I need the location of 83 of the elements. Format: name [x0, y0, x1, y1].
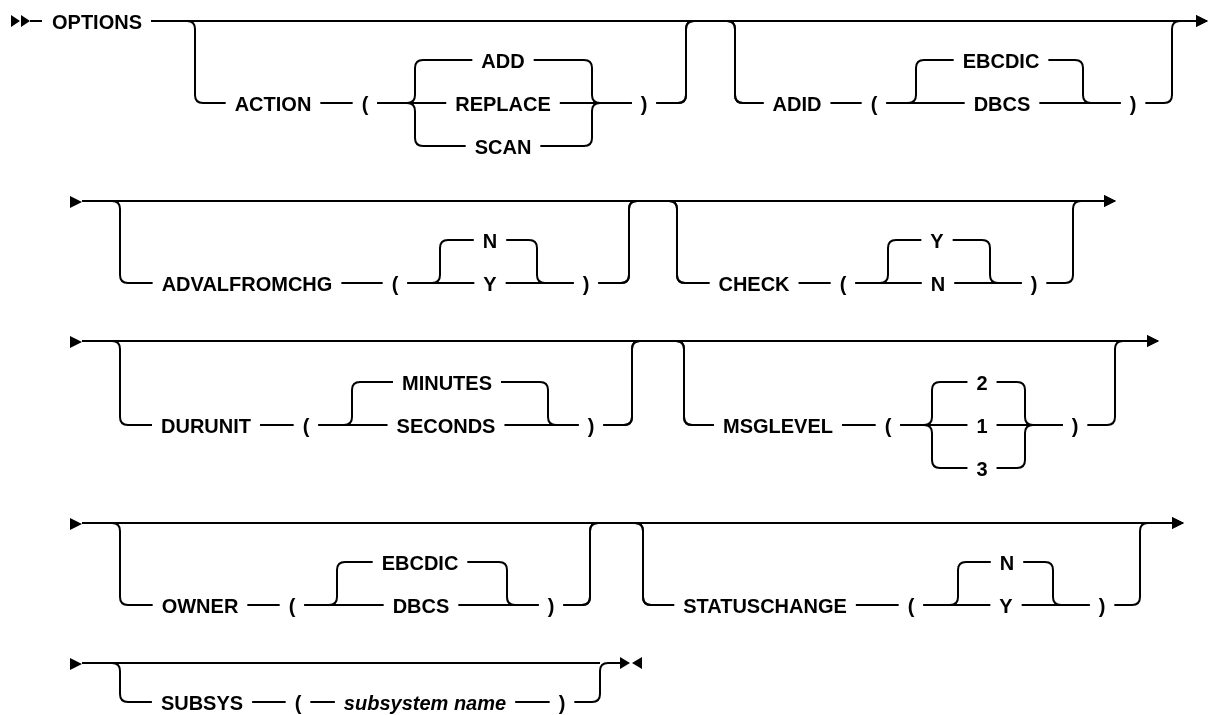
syntax-line [317, 424, 389, 426]
parenthesis: ( [391, 274, 399, 294]
syntax-keyword: ADID [772, 94, 822, 114]
parenthesis: ) [582, 274, 590, 294]
parenthesis: ( [870, 94, 878, 114]
syntax-line [309, 701, 336, 703]
parenthesis: ) [1098, 596, 1106, 616]
option-value: SCAN [474, 137, 532, 157]
syntax-line [573, 657, 642, 703]
syntax-keyword: SUBSYS [160, 693, 244, 713]
syntax-keyword: MSGLEVEL [723, 416, 833, 436]
parenthesis: ( [294, 693, 302, 713]
parenthesis: ( [361, 94, 369, 114]
syntax-line [503, 424, 580, 426]
parenthesis: ) [547, 596, 555, 616]
option-value: DBCS [392, 596, 450, 616]
syntax-line [841, 424, 877, 426]
parenthesis: ( [302, 416, 310, 436]
syntax-line [319, 102, 354, 104]
variable-name: subsystem name [343, 693, 507, 713]
syntax-line [406, 282, 476, 284]
syntax-line [514, 701, 551, 703]
parenthesis: ) [640, 94, 648, 114]
option-value: Y [999, 596, 1013, 616]
syntax-line [340, 282, 384, 284]
syntax-line [922, 604, 992, 606]
option-value: Y [483, 274, 497, 294]
syntax-line [246, 604, 281, 606]
syntax-keyword: ADVALFROMCHG [161, 274, 333, 294]
option-value: Y [930, 231, 944, 251]
syntax-line [1045, 195, 1116, 284]
syntax-keyword: ACTION [234, 94, 312, 114]
parenthesis: ) [558, 693, 566, 713]
parenthesis: ( [907, 596, 915, 616]
option-value: 2 [976, 373, 988, 393]
syntax-line [504, 282, 575, 284]
syntax-keyword: OPTIONS [52, 12, 142, 32]
syntax-line [1144, 15, 1208, 104]
continuation-marker-icon [70, 658, 82, 670]
continuation-marker-icon [70, 336, 82, 348]
syntax-line [995, 424, 1064, 469]
syntax-line [1020, 604, 1091, 606]
syntax-keyword: OWNER [161, 596, 239, 616]
syntax-line [899, 424, 969, 469]
syntax-line [854, 282, 923, 284]
syntax-keyword: DURUNIT [161, 416, 251, 436]
syntax-line [1086, 335, 1159, 426]
option-value: REPLACE [455, 94, 551, 114]
option-value: MINUTES [402, 373, 492, 393]
syntax-line [251, 701, 287, 703]
syntax-line [1113, 517, 1184, 606]
continuation-marker-icon [70, 518, 82, 530]
parenthesis: ( [884, 416, 892, 436]
syntax-line [303, 604, 385, 606]
option-value: N [999, 553, 1015, 573]
parenthesis: ) [1030, 274, 1038, 294]
syntax-line [376, 102, 467, 147]
syntax-line [259, 424, 295, 426]
option-value: 3 [976, 459, 988, 479]
syntax-keyword: STATUSCHANGE [683, 596, 847, 616]
parenthesis: ( [288, 596, 296, 616]
syntax-line [885, 102, 966, 104]
option-value: N [482, 231, 498, 251]
option-value: SECONDS [396, 416, 496, 436]
continuation-marker-icon [70, 196, 82, 208]
option-value: 1 [976, 416, 988, 436]
syntax-keyword: CHECK [718, 274, 790, 294]
option-value: N [930, 274, 946, 294]
parenthesis: ) [1071, 416, 1079, 436]
parenthesis: ) [587, 416, 595, 436]
option-value: ADD [481, 51, 525, 71]
option-value: DBCS [973, 94, 1031, 114]
option-value: EBCDIC [381, 553, 459, 573]
option-value: EBCDIC [962, 51, 1040, 71]
syntax-line [539, 102, 633, 147]
syntax-line [829, 102, 863, 104]
parenthesis: ( [839, 274, 847, 294]
syntax-line [1038, 102, 1122, 104]
parenthesis: ) [1129, 94, 1137, 114]
syntax-line [854, 604, 900, 606]
syntax-line [797, 282, 832, 284]
syntax-line [953, 282, 1023, 284]
syntax-line [457, 604, 540, 606]
